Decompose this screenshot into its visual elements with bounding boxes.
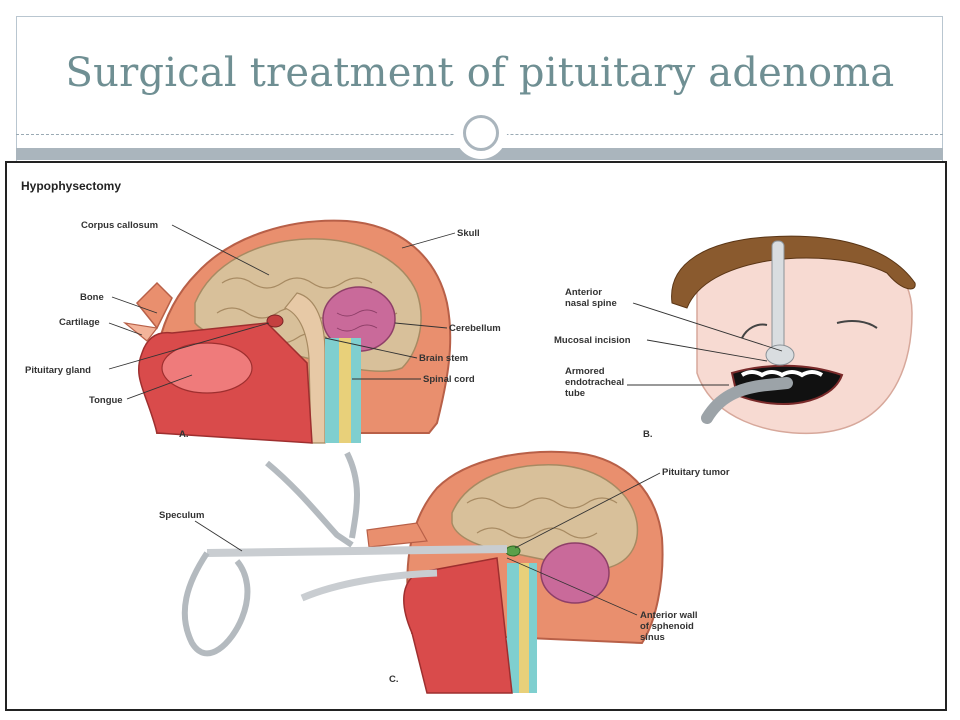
eye-left <box>741 323 768 339</box>
label-brain-stem: Brain stem <box>419 353 468 364</box>
panel-b-labels: Anterior nasal spine Mucosal incision Ar… <box>554 287 783 440</box>
label-tube-line2: endotracheal <box>565 377 624 388</box>
label-anterior-nasal-spine-line2: nasal spine <box>565 298 617 309</box>
nose-bone <box>135 281 173 330</box>
cerebellum-shape-c <box>540 542 610 604</box>
speculum-arm-1 <box>265 460 354 548</box>
hair-shape <box>671 235 916 309</box>
eye-right <box>836 319 878 329</box>
panel-c-labels: Speculum Pituitary tumor Anterior wall o… <box>159 467 730 685</box>
label-tube-line1: Armored <box>565 366 605 377</box>
panel-c-illustration <box>181 450 664 694</box>
label-sphenoid-line1: Anterior wall <box>640 610 698 621</box>
speculum-blade-upper <box>206 545 508 557</box>
label-spinal-cord: Spinal cord <box>423 374 475 385</box>
label-tube-line3: tube <box>565 388 585 399</box>
label-anterior-nasal-spine-line1: Anterior <box>565 287 602 298</box>
label-mucosal-incision: Mucosal incision <box>554 335 631 346</box>
label-cartilage: Cartilage <box>59 317 100 328</box>
pituitary-gland-shape <box>266 314 284 328</box>
nose-c <box>366 522 428 548</box>
brain-stem-shape <box>284 292 326 444</box>
label-bone: Bone <box>80 292 104 303</box>
nose-cartilage <box>122 322 159 342</box>
label-corpus-callosum: Corpus callosum <box>81 220 158 231</box>
figure-heading: Hypophysectomy <box>21 179 121 193</box>
endotracheal-tube <box>701 377 793 424</box>
medallion-ring-icon <box>463 115 499 151</box>
panel-b-illustration <box>671 235 916 435</box>
panel-a-illustration <box>122 219 452 444</box>
nasal-retractor <box>771 240 785 354</box>
oral-tissue-c <box>403 557 513 694</box>
label-pituitary-tumor: Pituitary tumor <box>662 467 730 478</box>
panel-b-letter: B. <box>643 429 653 440</box>
hypophysectomy-figure: Hypophysectomy Corpus callosum Skull Bon… <box>5 161 947 711</box>
label-skull: Skull <box>457 228 480 239</box>
panel-c-letter: C. <box>389 674 399 685</box>
panel-a-labels: Corpus callosum Skull Bone Cartilage Pit… <box>25 220 501 440</box>
panel-a-letter: A. <box>179 429 189 440</box>
pituitary-tumor-shape <box>505 545 521 557</box>
label-speculum: Speculum <box>159 510 204 521</box>
label-sphenoid-line3: sinus <box>640 632 665 643</box>
label-pituitary-gland: Pituitary gland <box>25 365 91 376</box>
label-cerebellum: Cerebellum <box>449 323 501 334</box>
figure-canvas: Hypophysectomy Corpus callosum Skull Bon… <box>21 179 916 694</box>
speculum-blade-lower <box>300 569 438 602</box>
slide-title: Surgical treatment of pituitary adenoma <box>65 50 895 96</box>
tongue-shape <box>161 342 253 394</box>
speculum-handle <box>181 551 251 657</box>
label-sphenoid-line2: of sphenoid <box>640 621 694 632</box>
label-tongue: Tongue <box>89 395 123 406</box>
speculum-arm-2 <box>344 451 360 539</box>
